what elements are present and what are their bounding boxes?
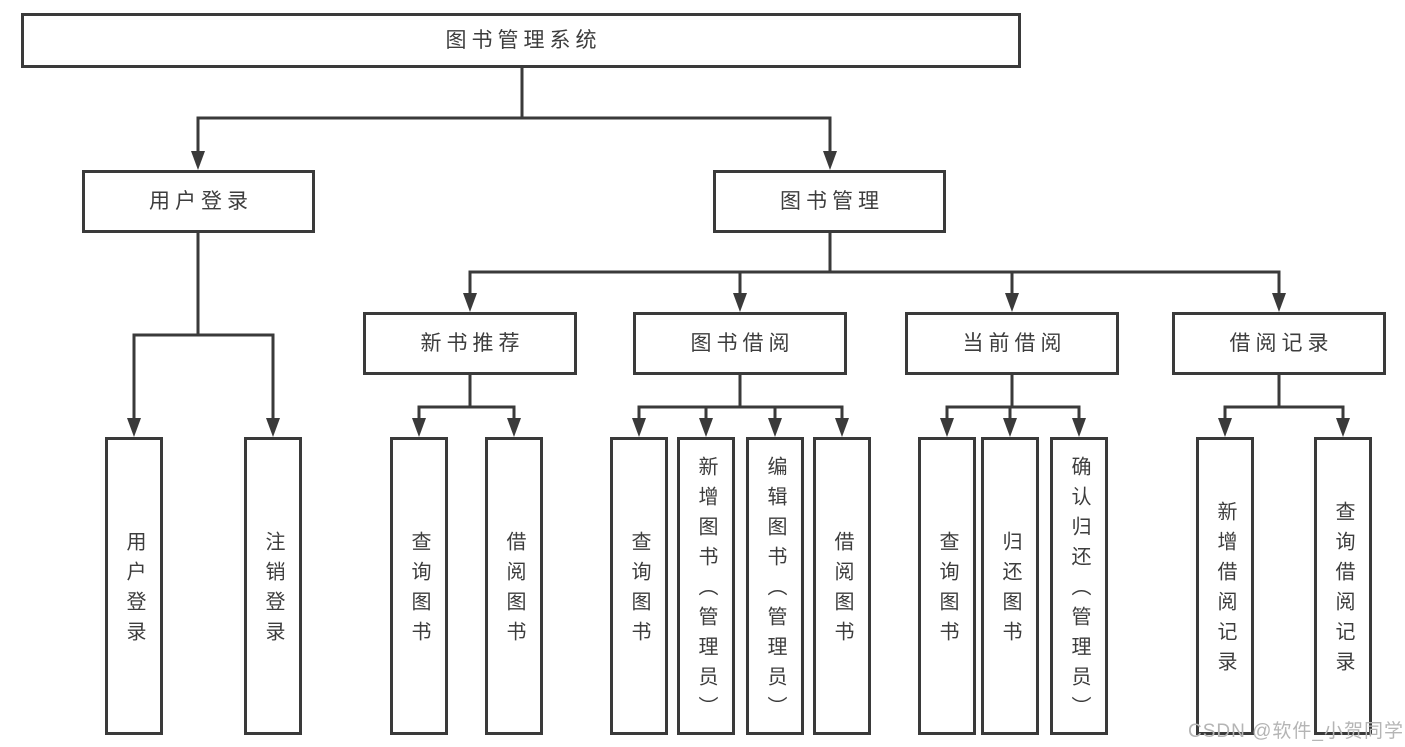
node-leaf-query-books-borrow: 查询图书 [610, 437, 668, 735]
connector-user-login-to-leaves [127, 231, 280, 437]
node-leaf-logout: 注销登录 [244, 437, 302, 735]
node-book-borrow: 图书借阅 [633, 312, 847, 375]
node-leaf-confirm-return-admin: 确认归还（管理员） [1050, 437, 1108, 735]
connector-book-borrow-to-leaves [632, 373, 849, 437]
node-leaf-borrow-books: 借阅图书 [813, 437, 871, 735]
connector-book-management-to-level3 [463, 231, 1286, 312]
node-leaf-query-borrow-record: 查询借阅记录 [1314, 437, 1372, 735]
node-leaf-borrow-books-recommend: 借阅图书 [485, 437, 543, 735]
node-leaf-user-login: 用户登录 [105, 437, 163, 735]
watermark-text: CSDN @软件_小贺同学 [1188, 721, 1404, 742]
node-current-borrow: 当前借阅 [905, 312, 1119, 375]
node-leaf-query-books-current: 查询图书 [918, 437, 976, 735]
node-borrow-records: 借阅记录 [1172, 312, 1386, 375]
connector-borrow-records-to-leaves [1218, 373, 1350, 437]
node-leaf-query-books-recommend: 查询图书 [390, 437, 448, 735]
node-new-book-recommend: 新书推荐 [363, 312, 577, 375]
node-book-management: 图书管理 [713, 170, 946, 233]
node-leaf-return-books: 归还图书 [981, 437, 1039, 735]
node-user-login: 用户登录 [82, 170, 315, 233]
node-leaf-add-books-admin: 新增图书（管理员） [677, 437, 735, 735]
connector-new-book-recommend-to-leaves [412, 373, 521, 437]
node-leaf-add-borrow-record: 新增借阅记录 [1196, 437, 1254, 735]
node-library-management-system: 图书管理系统 [21, 13, 1021, 68]
connector-root-to-level2 [191, 66, 837, 170]
node-leaf-edit-books-admin: 编辑图书（管理员） [746, 437, 804, 735]
connector-current-borrow-to-leaves [940, 373, 1086, 437]
